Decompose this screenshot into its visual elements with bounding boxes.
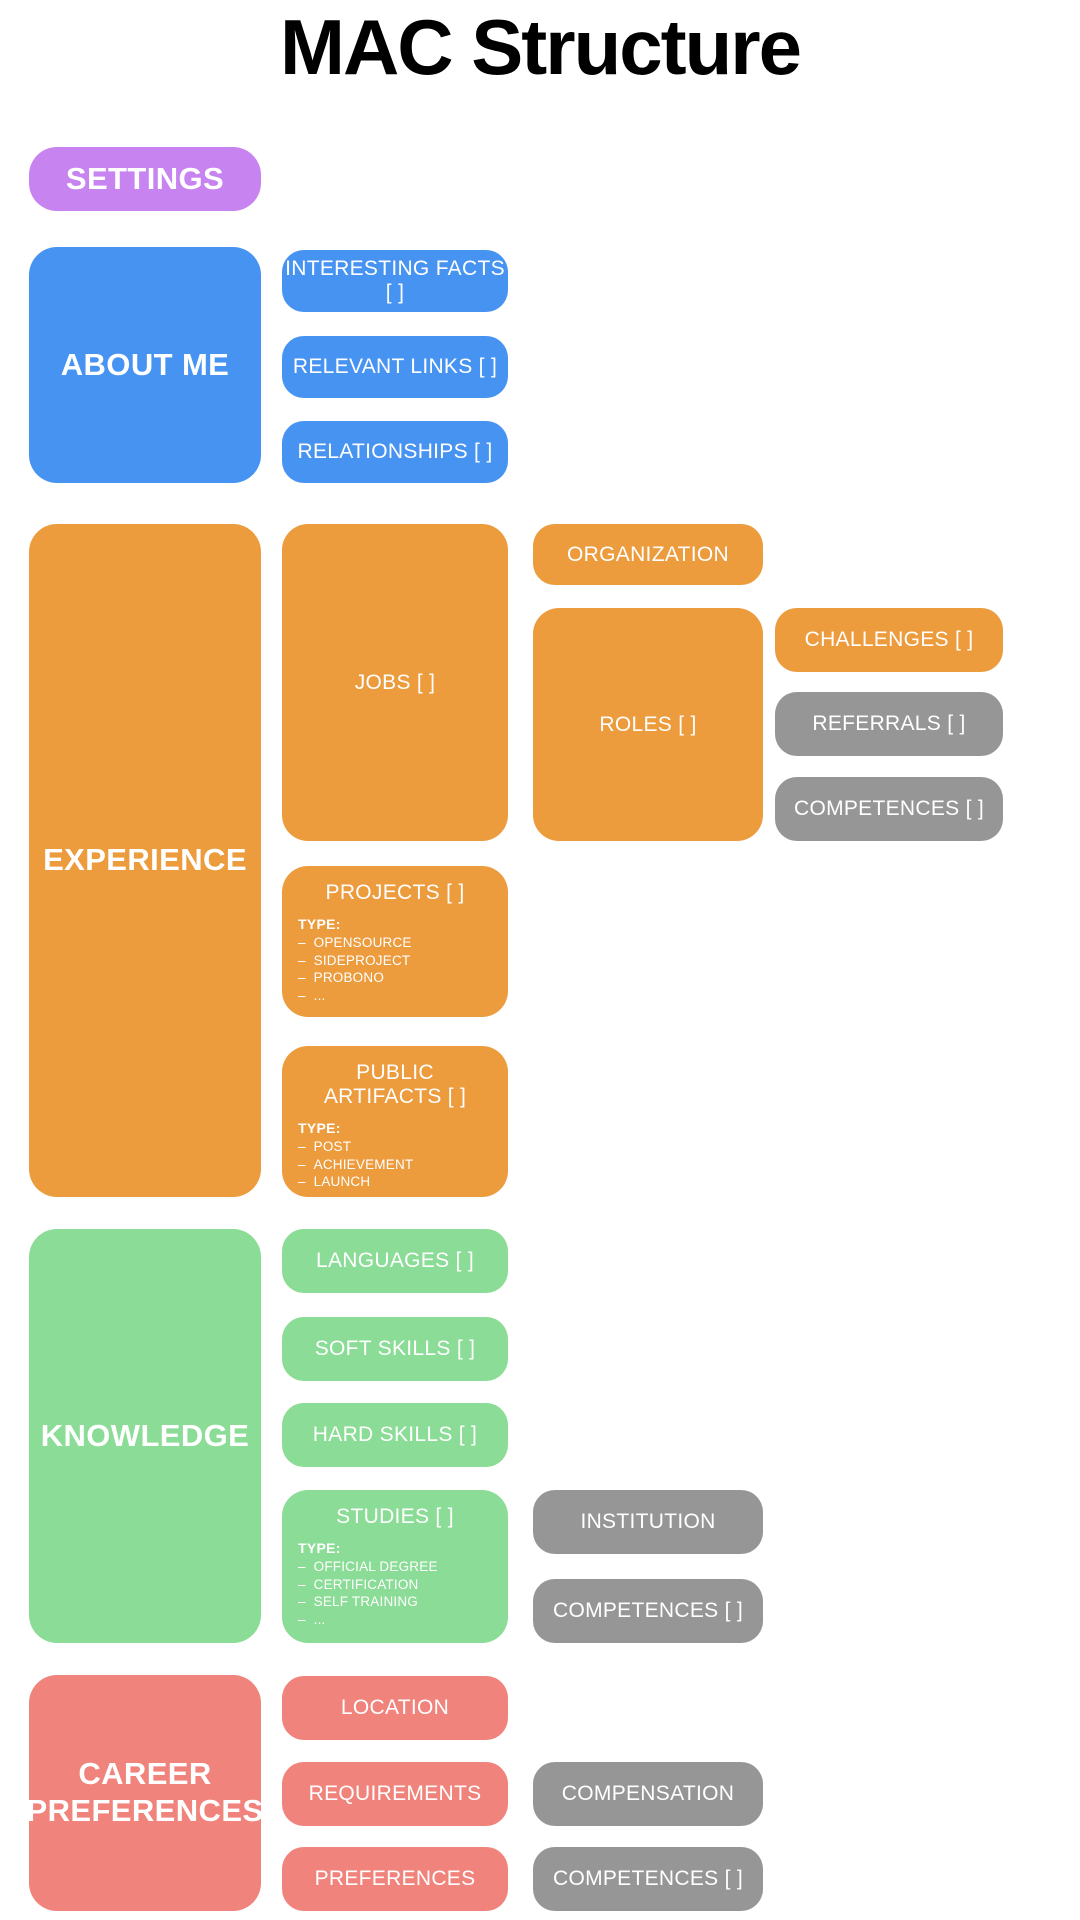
- compensation-label: COMPENSATION: [561, 1782, 735, 1805]
- career-preferences-label: CAREER PREFERENCES: [26, 1756, 264, 1828]
- career-competences-block: COMPETENCES [ ]: [533, 1847, 763, 1911]
- hard-skills-label: HARD SKILLS [ ]: [312, 1423, 478, 1446]
- jobs-label: JOBS [ ]: [354, 670, 436, 694]
- studies-label: STUDIES [ ]: [336, 1505, 454, 1528]
- requirements-label: REQUIREMENTS: [308, 1782, 482, 1805]
- roles-competences-block: COMPETENCES [ ]: [775, 777, 1003, 841]
- knowledge-block: KNOWLEDGE: [29, 1229, 261, 1643]
- location-label: LOCATION: [340, 1696, 450, 1719]
- projects-type-heading: TYPE:: [298, 916, 341, 932]
- public-artifacts-type-list: POSTACHIEVEMENTLAUNCH...: [298, 1138, 492, 1208]
- public-artifacts-label: PUBLIC ARTIFACTS [ ]: [323, 1061, 467, 1108]
- relevant-links-block: RELEVANT LINKS [ ]: [282, 336, 508, 398]
- type-item: CERTIFICATION: [298, 1576, 492, 1594]
- type-item: ...: [298, 987, 492, 1005]
- challenges-block: CHALLENGES [ ]: [775, 608, 1003, 672]
- studies-competences-block: COMPETENCES [ ]: [533, 1579, 763, 1643]
- challenges-label: CHALLENGES [ ]: [804, 628, 974, 651]
- referrals-block: REFERRALS [ ]: [775, 692, 1003, 756]
- type-item: PROBONO: [298, 969, 492, 987]
- hard-skills-block: HARD SKILLS [ ]: [282, 1403, 508, 1467]
- experience-block: EXPERIENCE: [29, 524, 261, 1197]
- type-item: SELF TRAINING: [298, 1593, 492, 1611]
- projects-block: PROJECTS [ ] TYPE: OPENSOURCESIDEPROJECT…: [282, 866, 508, 1017]
- preferences-label: PREFERENCES: [314, 1867, 476, 1890]
- type-item: ...: [298, 1191, 492, 1209]
- about-me-block: ABOUT ME: [29, 247, 261, 483]
- preferences-block: PREFERENCES: [282, 1847, 508, 1911]
- page-title: MAC Structure: [279, 3, 802, 91]
- projects-label: PROJECTS [ ]: [325, 881, 465, 904]
- career-competences-label: COMPETENCES [ ]: [552, 1867, 744, 1890]
- organization-block: ORGANIZATION: [533, 524, 763, 585]
- studies-type-heading: TYPE:: [298, 1540, 341, 1556]
- relationships-block: RELATIONSHIPS [ ]: [282, 421, 508, 483]
- public-artifacts-block: PUBLIC ARTIFACTS [ ] TYPE: POSTACHIEVEME…: [282, 1046, 508, 1207]
- settings-label: SETTINGS: [65, 160, 225, 196]
- public-artifacts-type-heading: TYPE:: [298, 1120, 341, 1136]
- settings-block: SETTINGS: [29, 147, 261, 211]
- location-block: LOCATION: [282, 1676, 508, 1740]
- type-item: ...: [298, 1611, 492, 1629]
- roles-label: ROLES [ ]: [599, 712, 697, 736]
- knowledge-label: KNOWLEDGE: [40, 1417, 250, 1453]
- soft-skills-block: SOFT SKILLS [ ]: [282, 1317, 508, 1381]
- requirements-block: REQUIREMENTS: [282, 1762, 508, 1826]
- referrals-label: REFERRALS [ ]: [812, 712, 966, 735]
- relationships-label: RELATIONSHIPS [ ]: [297, 440, 493, 463]
- organization-label: ORGANIZATION: [567, 542, 729, 566]
- interesting-facts-label: INTERESTING FACTS [ ]: [285, 257, 505, 304]
- studies-competences-label: COMPETENCES [ ]: [552, 1599, 744, 1622]
- studies-block: STUDIES [ ] TYPE: OFFICIAL DEGREECERTIFI…: [282, 1490, 508, 1643]
- languages-block: LANGUAGES [ ]: [282, 1229, 508, 1293]
- studies-type-list: OFFICIAL DEGREECERTIFICATIONSELF TRAININ…: [298, 1558, 492, 1628]
- career-preferences-block: CAREER PREFERENCES: [26, 1675, 264, 1911]
- type-item: POST: [298, 1138, 492, 1156]
- projects-type-list: OPENSOURCESIDEPROJECTPROBONO...: [298, 934, 492, 1004]
- type-item: OFFICIAL DEGREE: [298, 1558, 492, 1576]
- about-me-label: ABOUT ME: [60, 346, 230, 382]
- type-item: ACHIEVEMENT: [298, 1156, 492, 1174]
- institution-label: INSTITUTION: [580, 1510, 716, 1533]
- type-item: LAUNCH: [298, 1173, 492, 1191]
- jobs-block: JOBS [ ]: [282, 524, 508, 841]
- interesting-facts-block: INTERESTING FACTS [ ]: [282, 250, 508, 312]
- compensation-block: COMPENSATION: [533, 1762, 763, 1826]
- type-item: OPENSOURCE: [298, 934, 492, 952]
- type-item: SIDEPROJECT: [298, 952, 492, 970]
- soft-skills-label: SOFT SKILLS [ ]: [314, 1337, 476, 1360]
- roles-competences-label: COMPETENCES [ ]: [793, 797, 985, 820]
- languages-label: LANGUAGES [ ]: [316, 1249, 474, 1272]
- institution-block: INSTITUTION: [533, 1490, 763, 1554]
- experience-label: EXPERIENCE: [43, 842, 247, 878]
- relevant-links-label: RELEVANT LINKS [ ]: [292, 355, 498, 378]
- roles-block: ROLES [ ]: [533, 608, 763, 841]
